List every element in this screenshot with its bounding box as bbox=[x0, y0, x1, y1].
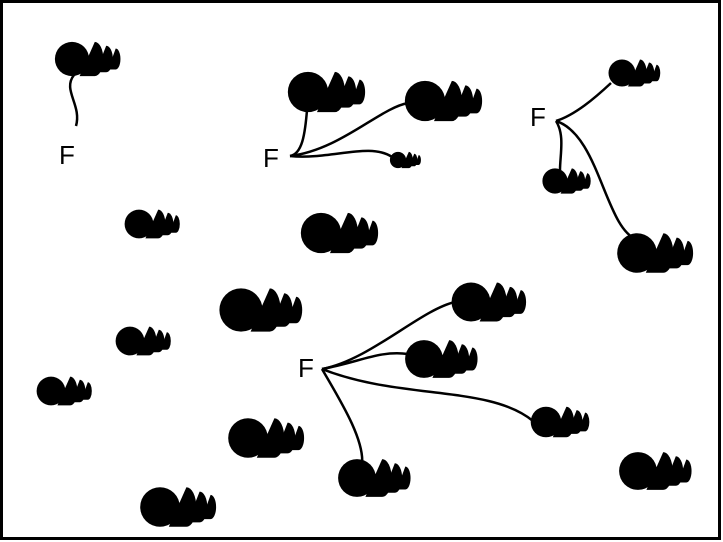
cell-9 bbox=[300, 212, 379, 254]
cell-8 bbox=[124, 209, 180, 239]
cord-11 bbox=[320, 368, 364, 466]
anchor-label-2: F bbox=[263, 143, 279, 173]
cell-2 bbox=[287, 71, 366, 113]
anchor-label-4: F bbox=[298, 353, 314, 383]
cell-15 bbox=[530, 406, 590, 438]
cord-group bbox=[68, 74, 639, 466]
anchor-label-3: F bbox=[530, 102, 546, 132]
cell-19 bbox=[140, 487, 217, 527]
cord-5 bbox=[555, 82, 612, 123]
anchor-label-1: F bbox=[59, 140, 75, 170]
cord-9 bbox=[321, 352, 409, 371]
cord-4 bbox=[289, 149, 393, 159]
cell-7 bbox=[617, 233, 694, 273]
cord-7 bbox=[555, 119, 639, 242]
cell-group bbox=[36, 41, 694, 527]
anchor-label-group: F F F F bbox=[59, 102, 546, 383]
cell-17 bbox=[338, 459, 411, 497]
cell-14 bbox=[405, 340, 478, 378]
cell-11 bbox=[115, 326, 171, 356]
cell-10 bbox=[219, 288, 303, 332]
cell-1 bbox=[54, 41, 121, 77]
cell-12 bbox=[36, 376, 92, 406]
cord-1 bbox=[68, 74, 79, 127]
cord-6 bbox=[554, 120, 563, 171]
cell-5 bbox=[608, 59, 661, 87]
cell-4 bbox=[389, 151, 421, 169]
cord-3 bbox=[289, 101, 409, 158]
cell-16 bbox=[228, 418, 305, 458]
cell-18 bbox=[619, 452, 692, 490]
cord-10 bbox=[321, 367, 534, 422]
cord-2 bbox=[289, 109, 309, 158]
cell-6 bbox=[542, 168, 591, 194]
cell-13 bbox=[451, 282, 527, 322]
cell-3 bbox=[404, 80, 483, 122]
